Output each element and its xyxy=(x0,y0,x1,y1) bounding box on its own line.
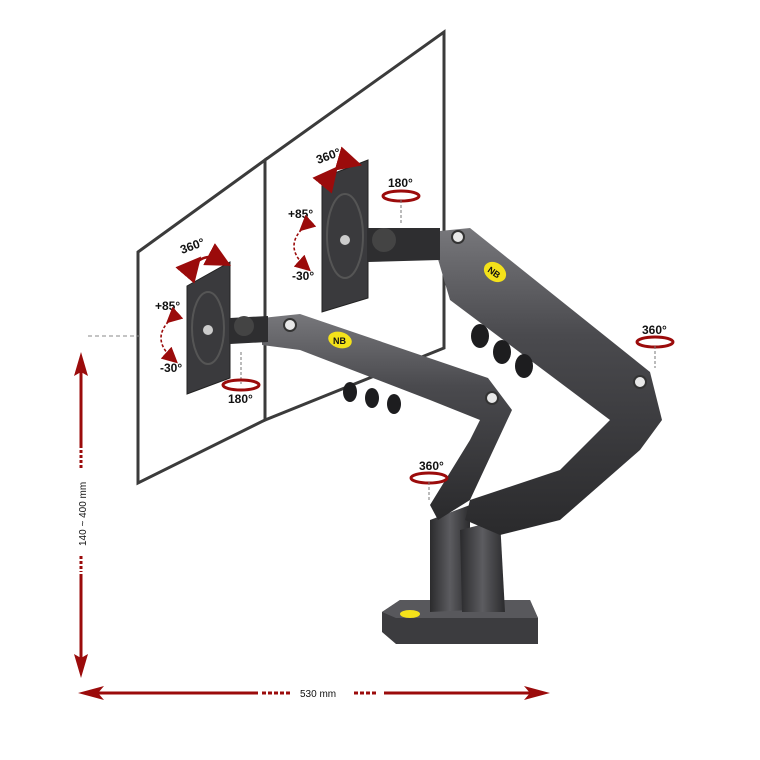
left-tilt-down-label: -30° xyxy=(160,361,182,375)
right-vesa-plate xyxy=(321,159,440,313)
joint-annotations: 360° 360° xyxy=(409,323,675,500)
joint-bolt xyxy=(485,391,499,405)
left-tilt-up-label: +85° xyxy=(155,299,180,313)
left-head-annotations: 360° +85° -30° 180° xyxy=(155,235,261,406)
left-vesa-plate xyxy=(186,261,268,395)
left-tilt-arrow-icon xyxy=(160,306,184,364)
left-swivel-label: 360° xyxy=(178,235,206,257)
arrow-up-icon xyxy=(74,352,88,376)
width-dimension: 530 mm xyxy=(78,686,550,700)
left-swivel-arrow-icon xyxy=(175,243,232,284)
left-rotate-arrow-icon xyxy=(221,378,261,392)
right-tilt-arrow-icon xyxy=(293,214,317,272)
joint-bolt xyxy=(283,318,297,332)
base-rotation-arrow-icon xyxy=(409,471,449,485)
base-logo xyxy=(400,610,420,618)
arrow-left-icon xyxy=(78,686,104,700)
left-rotate-label: 180° xyxy=(228,392,253,406)
left-arm-logo-text: NB xyxy=(333,336,346,346)
left-arm-logo xyxy=(328,331,352,349)
left-arm: NB xyxy=(262,314,512,520)
right-rotate-arrow-icon xyxy=(381,189,421,203)
pole xyxy=(430,505,505,612)
height-label: 140 ~ 400 mm xyxy=(78,482,89,546)
right-tilt-up-label: +85° xyxy=(288,207,313,221)
joint-bolt xyxy=(633,375,647,389)
right-tilt-down-label: -30° xyxy=(292,269,314,283)
right-swivel-label: 360° xyxy=(314,145,342,167)
joint-bolt xyxy=(451,230,465,244)
elbow-rotation-label: 360° xyxy=(642,323,667,337)
elbow-rotation-arrow-icon xyxy=(635,335,675,349)
arrow-down-icon xyxy=(74,654,88,678)
right-arm-logo xyxy=(483,261,507,283)
height-dimension: 140 ~ 400 mm xyxy=(74,352,89,678)
width-label: 530 mm xyxy=(300,689,336,700)
right-rotate-label: 180° xyxy=(388,176,413,190)
right-swivel-arrow-icon xyxy=(312,146,363,194)
base-rotation-label: 360° xyxy=(419,459,444,473)
right-arm: NB xyxy=(430,228,662,535)
arrow-right-icon xyxy=(524,686,550,700)
